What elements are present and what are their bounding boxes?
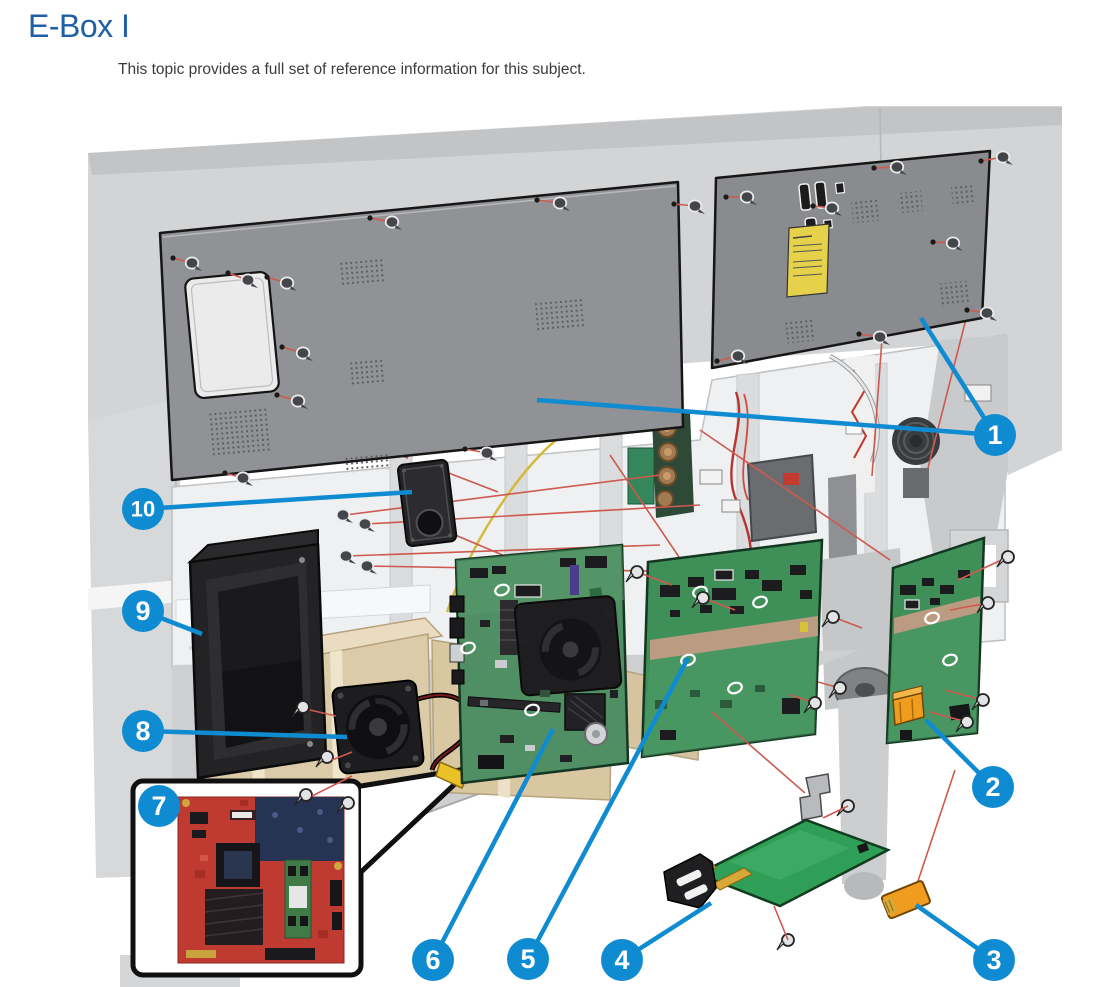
svg-text:10: 10 bbox=[131, 497, 155, 522]
formatter-photo bbox=[177, 796, 345, 964]
svg-text:7: 7 bbox=[151, 791, 166, 821]
mounting-bracket bbox=[711, 711, 855, 821]
callout-2: 2 bbox=[972, 766, 1014, 808]
svg-text:8: 8 bbox=[135, 716, 150, 746]
callout-4: 4 bbox=[601, 939, 643, 981]
callout-layer: 1 2 3 4 5 6 7 8 9 10 bbox=[122, 316, 1016, 981]
left-panel-screws bbox=[170, 196, 706, 487]
callout-1-leader bbox=[536, 397, 996, 438]
right-cover-panel bbox=[710, 149, 1014, 370]
left-cover-panel bbox=[158, 180, 706, 487]
page-title: E-Box I bbox=[28, 8, 130, 44]
right-panel-screws bbox=[714, 150, 1014, 365]
pcie-card bbox=[663, 818, 892, 951]
memory-module bbox=[880, 769, 956, 920]
callout-5: 5 bbox=[507, 938, 549, 980]
speaker bbox=[396, 458, 458, 548]
callout-9: 9 bbox=[122, 590, 164, 632]
callout-3: 3 bbox=[973, 939, 1015, 981]
callout-7: 7 bbox=[138, 785, 180, 827]
callout-8: 8 bbox=[122, 710, 164, 752]
callout-1-leader bbox=[919, 316, 997, 437]
svg-text:5: 5 bbox=[520, 944, 535, 974]
callout-5-leader bbox=[526, 656, 690, 961]
svg-text:2: 2 bbox=[985, 772, 1000, 802]
svg-text:4: 4 bbox=[614, 945, 629, 975]
page-subtitle: This topic provides a full set of refere… bbox=[118, 61, 586, 78]
callout-6: 6 bbox=[412, 939, 454, 981]
floating-screws bbox=[625, 550, 1015, 733]
orange-connector bbox=[892, 685, 925, 726]
formatter-board bbox=[449, 543, 630, 785]
interconnect-board bbox=[885, 536, 986, 745]
svg-text:3: 3 bbox=[986, 945, 1001, 975]
engine-board bbox=[640, 538, 824, 759]
callout-10: 10 bbox=[122, 488, 164, 530]
ebox-enclosure bbox=[187, 528, 328, 780]
svg-text:9: 9 bbox=[135, 596, 150, 626]
stand-leg bbox=[820, 474, 1009, 900]
inset-callout-box bbox=[120, 765, 475, 987]
callout-8-leader bbox=[142, 728, 348, 740]
svg-text:1: 1 bbox=[987, 420, 1002, 450]
callout-10-leader bbox=[142, 489, 413, 512]
callout-6-leader bbox=[431, 727, 555, 962]
svg-text:6: 6 bbox=[425, 945, 440, 975]
access-cover bbox=[184, 270, 280, 400]
warning-label bbox=[786, 223, 830, 298]
callout-1: 1 bbox=[974, 414, 1016, 456]
